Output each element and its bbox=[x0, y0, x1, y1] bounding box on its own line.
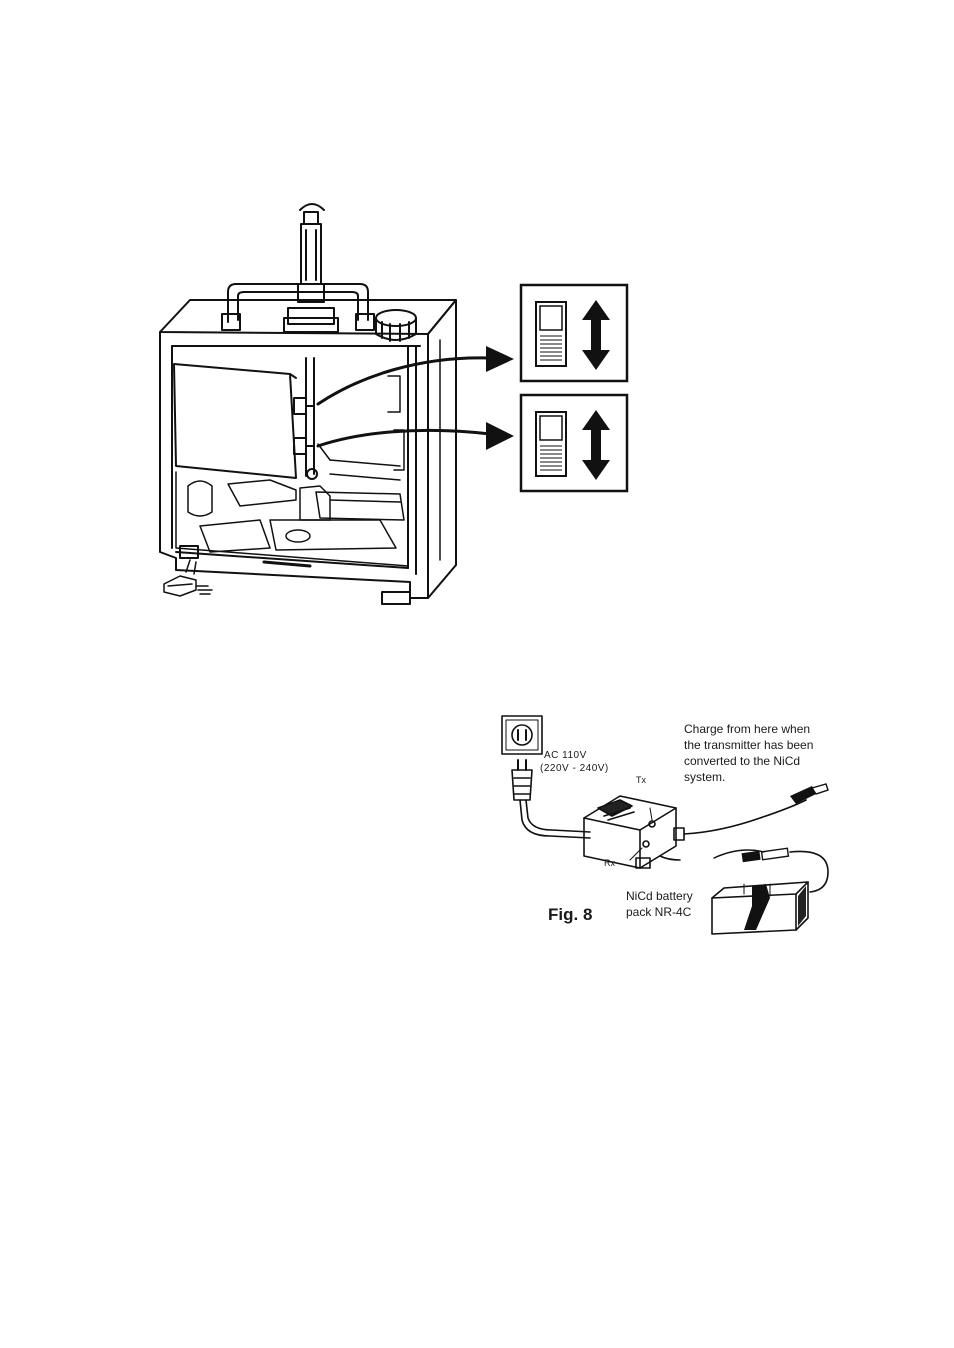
switch-diagram-lower bbox=[519, 393, 629, 493]
detached-clip bbox=[163, 559, 213, 597]
tx-connector-plug bbox=[790, 786, 816, 804]
charge-note-line-4: system. bbox=[684, 770, 726, 784]
wall-outlet bbox=[501, 715, 543, 755]
tx-charge-cable bbox=[673, 799, 807, 841]
ac-alt-voltage-label: (220V - 240V) bbox=[540, 763, 609, 774]
pointer-arrows bbox=[316, 356, 492, 448]
rx-label: Rx bbox=[604, 858, 615, 868]
charger-unit bbox=[583, 795, 677, 869]
switch-diagram-upper bbox=[519, 283, 629, 383]
battery-label-line-2: pack NR-4C bbox=[626, 905, 692, 919]
battery-pack bbox=[711, 881, 809, 935]
rx-connector bbox=[741, 850, 761, 863]
battery-compartment bbox=[175, 375, 409, 568]
ac-voltage-label: AC 110V bbox=[544, 750, 587, 761]
charge-note: Charge from here when the transmitter ha… bbox=[684, 721, 813, 785]
tx-label: Tx bbox=[636, 775, 646, 785]
rx-charge-cable bbox=[635, 849, 829, 893]
charge-note-line-1: Charge from here when bbox=[684, 722, 811, 736]
circuit-board bbox=[173, 357, 318, 480]
charge-note-line-3: converted to the NiCd bbox=[684, 754, 801, 768]
charge-note-line-2: the transmitter has been bbox=[684, 738, 814, 752]
battery-label: NiCd battery pack NR-4C bbox=[626, 888, 693, 920]
figure-caption: Fig. 8 bbox=[548, 905, 593, 924]
power-plug bbox=[511, 759, 591, 839]
carry-handle bbox=[221, 283, 375, 333]
battery-label-line-1: NiCd battery bbox=[626, 889, 693, 903]
